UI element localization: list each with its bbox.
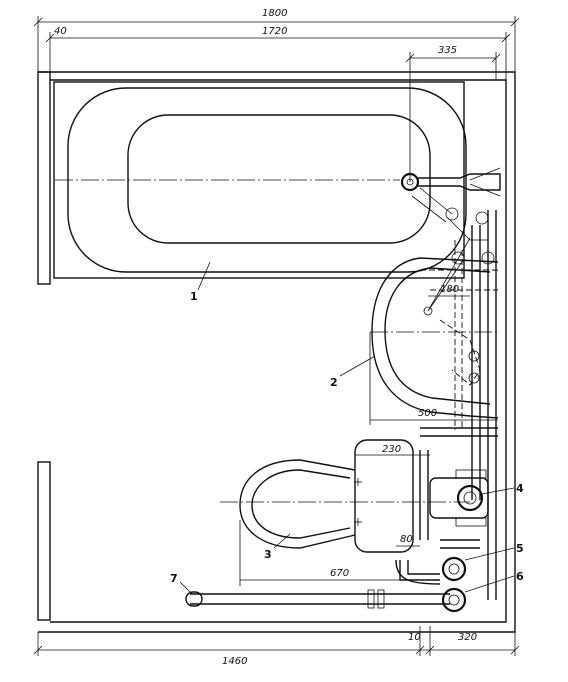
dim-cistern-width: 230: [382, 444, 401, 455]
inner-wall-outline: [50, 79, 507, 623]
dim-cistern-gap: 80: [400, 534, 413, 545]
callout-2: 2: [330, 376, 338, 389]
washbasin: [370, 237, 500, 419]
pipework: [190, 187, 498, 609]
dim-bottom-right: 320: [458, 632, 477, 643]
callout-1: 1: [190, 290, 198, 303]
valve-assembly: [429, 469, 489, 527]
bathtub-rim: [53, 81, 465, 279]
tees: [441, 556, 467, 613]
callout-7: 7: [170, 572, 178, 585]
towel-rail: [185, 591, 203, 607]
callout-4: 4: [516, 482, 524, 495]
dim-wall-offset: 40: [54, 26, 67, 37]
callout-3: 3: [264, 548, 272, 561]
bathtub: [53, 81, 501, 279]
tub-valve-2: [475, 211, 489, 225]
toilet-bowl-outer: [239, 459, 356, 549]
dim-total-width: 1800: [262, 8, 287, 19]
toilet-bowl-inner: [251, 469, 351, 539]
outer-wall-outline: [38, 71, 516, 633]
dim-wc-offset: 670: [330, 568, 349, 579]
callout-5: 5: [516, 542, 524, 555]
bath-spout: [418, 173, 501, 191]
tee-6: [441, 587, 467, 613]
washbasin-outer: [371, 257, 499, 419]
washbasin-drain: [423, 306, 433, 316]
tee-5: [441, 556, 467, 582]
left-wall-upper: [37, 71, 51, 285]
dim-bottom-gap: 10: [408, 632, 421, 643]
dim-pipe-offset: 335: [438, 45, 457, 56]
dim-basin-offset: 180: [440, 284, 459, 295]
dimension-labels: 1800 1720 40 335 180 500 230 80 670 1460…: [54, 8, 477, 667]
dim-inner-width: 1720: [262, 26, 287, 37]
basin-trap: [439, 319, 481, 386]
callouts: 1 2 3 4 5 6 7: [170, 261, 524, 595]
callout-6: 6: [516, 570, 524, 583]
tub-valve-1: [445, 207, 459, 221]
bathtub-inner-basin: [127, 114, 431, 244]
dimension-lines: [33, 16, 520, 656]
washbasin-inner: [384, 267, 491, 405]
valve-4: [456, 484, 484, 512]
dim-bottom-left: 1460: [222, 656, 247, 667]
walls: [37, 71, 516, 633]
basin-valve-1: [451, 251, 465, 265]
dim-basin-width: 500: [418, 408, 437, 419]
basin-valve-2: [481, 251, 495, 265]
toilet: [220, 439, 470, 585]
left-wall-lower: [37, 461, 51, 621]
cistern: [354, 439, 414, 553]
